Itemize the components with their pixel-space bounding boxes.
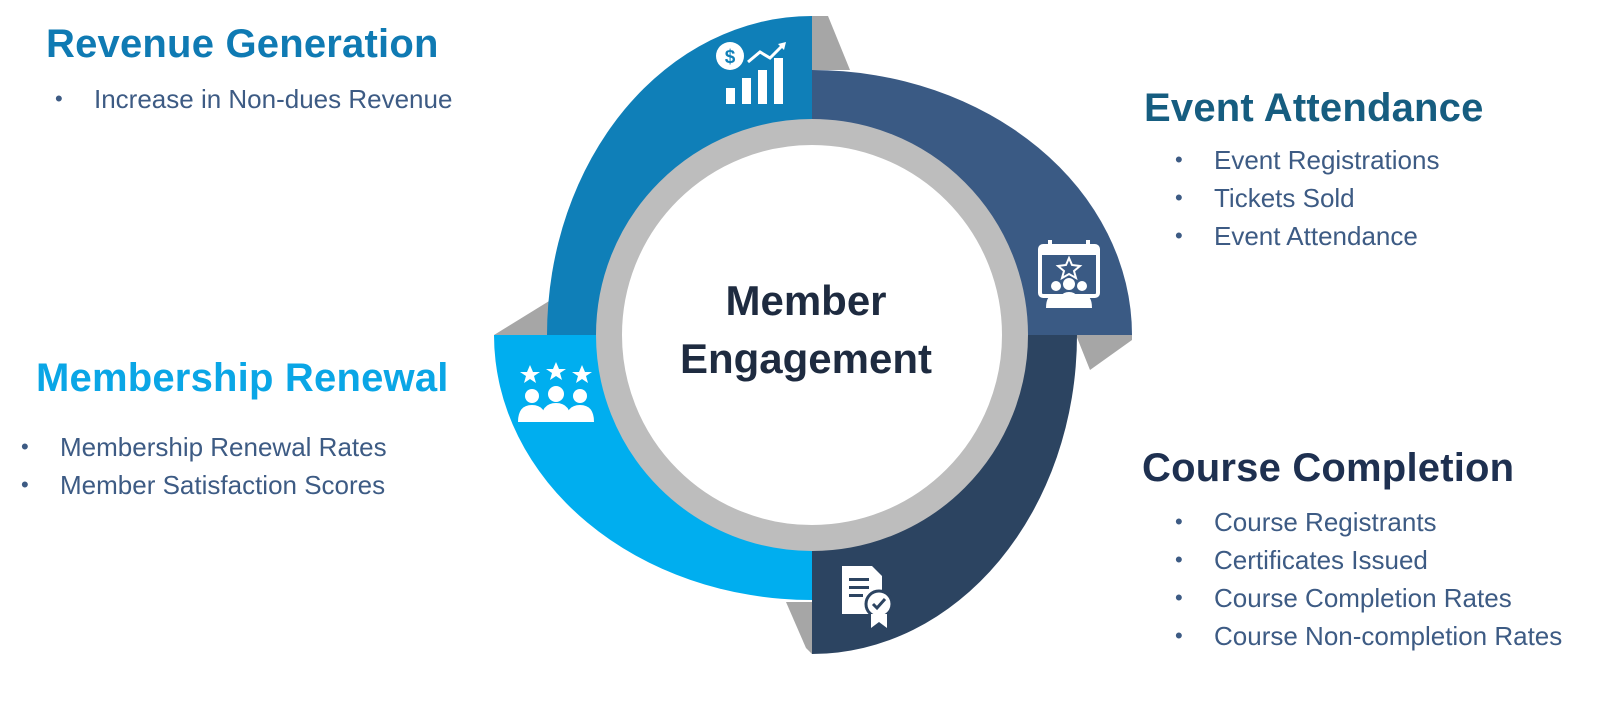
- course-completion-list: Course Registrants Certificates Issued C…: [1172, 503, 1572, 655]
- revenue-chart-icon: $: [716, 42, 786, 104]
- revenue-generation-heading: Revenue Generation: [46, 22, 439, 66]
- connector-tab-right: [1076, 335, 1132, 370]
- list-item: Event Attendance: [1172, 217, 1439, 255]
- list-item: Increase in Non-dues Revenue: [52, 80, 452, 118]
- center-title: Member Engagement: [656, 272, 956, 388]
- event-attendance-list: Event Registrations Tickets Sold Event A…: [1172, 141, 1439, 255]
- list-item: Member Satisfaction Scores: [18, 466, 387, 504]
- rated-members-icon: [518, 362, 594, 422]
- course-completion-heading: Course Completion: [1142, 446, 1515, 490]
- connector-tab-top: [812, 16, 850, 70]
- list-item: Membership Renewal Rates: [18, 428, 387, 466]
- membership-renewal-heading: Membership Renewal: [36, 356, 449, 400]
- connector-tab-bottom: [786, 602, 812, 654]
- list-item: Tickets Sold: [1172, 179, 1439, 217]
- list-item: Event Registrations: [1172, 141, 1439, 179]
- certificate-icon: [842, 566, 894, 628]
- center-title-line: Engagement: [679, 335, 933, 382]
- svg-text:$: $: [725, 47, 736, 68]
- list-item: Course Registrants: [1172, 503, 1572, 541]
- membership-renewal-list: Membership Renewal Rates Member Satisfac…: [18, 428, 387, 504]
- connector-tab-left: [494, 298, 554, 335]
- center-ring: [596, 119, 1028, 551]
- revenue-generation-list: Increase in Non-dues Revenue: [52, 80, 452, 118]
- event-attendance-heading: Event Attendance: [1144, 86, 1484, 130]
- list-item: Course Non-completion Rates: [1172, 617, 1572, 655]
- event-calendar-audience-icon: [1038, 240, 1100, 308]
- list-item: Certificates Issued: [1172, 541, 1572, 579]
- center-title-line: Member: [725, 277, 887, 324]
- list-item: Course Completion Rates: [1172, 579, 1572, 617]
